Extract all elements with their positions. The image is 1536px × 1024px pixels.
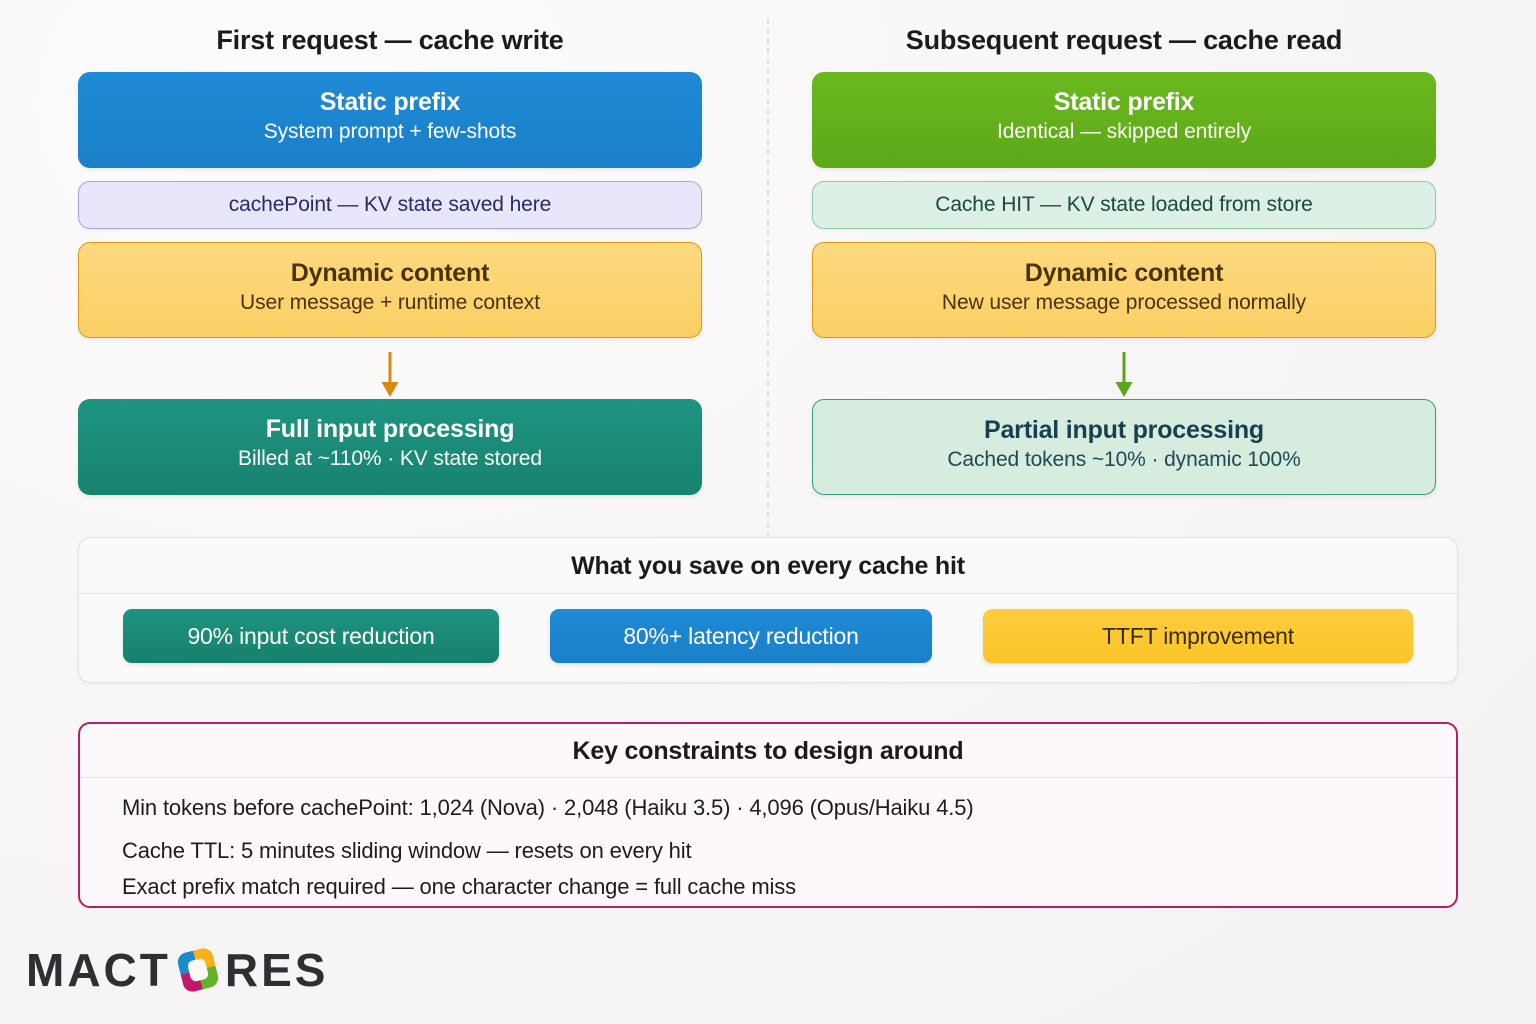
constraints-panel-rule — [80, 777, 1456, 778]
mactores-logo: MACT RES — [26, 942, 328, 998]
savings-panel: What you save on every cache hit 90% inp… — [78, 537, 1458, 683]
logo-text-left: MACT — [26, 944, 171, 996]
arrow-down-icon — [381, 351, 399, 397]
box-cache-hit: Cache HIT — KV state loaded from store — [812, 180, 1436, 229]
logo-text-right: RES — [224, 944, 329, 996]
column-title-first-request: First request — cache write — [216, 25, 564, 55]
pill-latency-reduction: 80%+ latency reduction — [550, 609, 932, 663]
box-cachepoint: cachePoint — KV state saved here — [78, 180, 702, 229]
box-subtitle: Billed at ~110% · KV state stored — [238, 446, 542, 470]
box-title: Static prefix — [319, 87, 461, 116]
constraints-list: Min tokens before cachePoint: 1,024 (Nov… — [80, 778, 1456, 901]
constraint-item: Exact prefix match required — one charac… — [122, 874, 796, 899]
box-subtitle: New user message processed normally — [941, 290, 1307, 314]
box-subtitle: User message + runtime context — [240, 290, 540, 314]
column-first-request: First request — cache write Static prefi… — [78, 25, 702, 508]
constraint-item: Cache TTL: 5 minutes sliding window — re… — [122, 837, 692, 863]
box-full-input-processing: Full input processing Billed at ~110% · … — [78, 398, 702, 495]
box-static-prefix-write: Static prefix System prompt + few-shots — [78, 71, 702, 168]
column-subsequent-request: Subsequent request — cache read Static p… — [812, 25, 1436, 508]
constraint-item: Min tokens before cachePoint: 1,024 (Nov… — [122, 795, 974, 820]
arrow-down-icon — [1115, 351, 1133, 397]
arrow-down-write — [78, 351, 702, 399]
constraints-panel-title: Key constraints to design around — [572, 737, 964, 765]
box-title: Static prefix — [1053, 87, 1195, 116]
box-title: Dynamic content — [1024, 258, 1224, 287]
pill-ttft-improvement: TTFT improvement — [983, 609, 1413, 663]
column-title-subsequent-request: Subsequent request — cache read — [905, 25, 1343, 55]
box-title: Partial input processing — [984, 415, 1264, 444]
arrow-down-read — [812, 351, 1436, 399]
box-subtitle: System prompt + few-shots — [263, 119, 517, 143]
box-dynamic-content-read: Dynamic content New user message process… — [812, 241, 1436, 338]
box-subtitle: Cached tokens ~10% · dynamic 100% — [947, 447, 1301, 471]
box-title: Full input processing — [265, 414, 515, 443]
box-dynamic-content-write: Dynamic content User message + runtime c… — [78, 241, 702, 338]
box-title: Dynamic content — [290, 258, 490, 287]
savings-pill-row: 90% input cost reduction 80%+ latency re… — [79, 594, 1457, 663]
column-divider — [767, 18, 769, 538]
box-partial-input-processing: Partial input processing Cached tokens ~… — [812, 398, 1436, 495]
mactores-mark-icon — [173, 945, 223, 995]
box-static-prefix-read: Static prefix Identical — skipped entire… — [812, 71, 1436, 168]
savings-panel-title: What you save on every cache hit — [571, 552, 965, 580]
box-subtitle: Identical — skipped entirely — [997, 119, 1251, 143]
pill-cost-reduction: 90% input cost reduction — [123, 609, 499, 663]
constraints-panel: Key constraints to design around Min tok… — [78, 722, 1458, 908]
savings-panel-rule — [79, 593, 1457, 594]
